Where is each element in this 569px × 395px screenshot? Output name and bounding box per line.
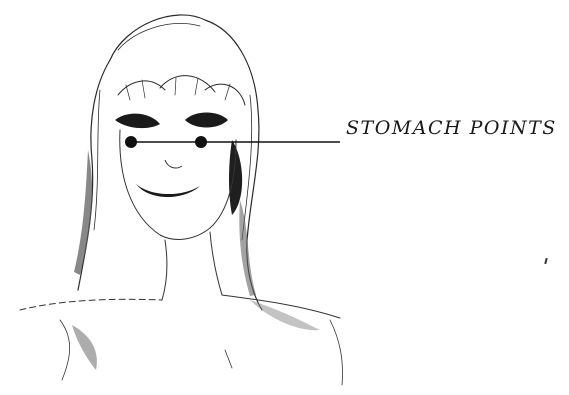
left-eye-icon <box>115 114 160 128</box>
nose <box>165 160 182 168</box>
mouth <box>136 184 200 197</box>
eyes <box>115 113 228 129</box>
hair-shading <box>74 140 256 296</box>
stomach-points-label: STOMACH POINTS <box>346 117 557 139</box>
neck-shoulders <box>20 232 343 385</box>
shoulder-shading <box>72 300 320 370</box>
stomach-points <box>125 136 238 148</box>
face-outline <box>120 130 236 239</box>
right-eye-icon <box>185 113 228 128</box>
